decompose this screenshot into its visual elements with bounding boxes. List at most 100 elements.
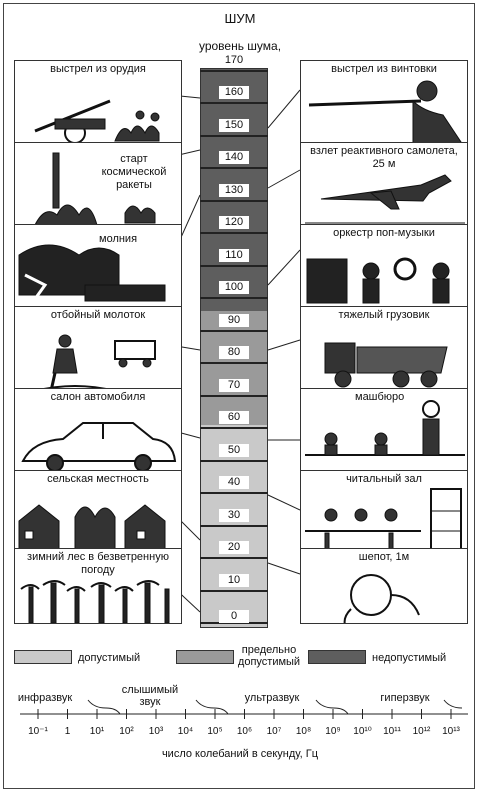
band-ultrasound: ультразвук [244,692,300,704]
rocket-icon [34,152,156,226]
scale-tick-label: 60 [219,411,249,424]
panel-typists: машбюро [300,388,468,478]
scale-tick-label: 160 [219,86,249,99]
frequency-tick-label: 10⁷ [266,726,282,737]
frequency-tick-label: 1 [64,726,71,737]
scale-tick-label: 110 [219,248,249,262]
caption-lightning: молния [99,233,138,245]
typists-icon [305,400,465,456]
panel-village: сельская местность [14,470,182,560]
caption-cannon: выстрел из орудия [50,63,146,75]
panel-whisper: шепот, 1м [300,548,468,624]
frequency-axis-label: число колебаний в секунду, Гц [161,748,319,760]
caption-reading-room: читальный зал [346,473,422,485]
legend-label-acceptable: допустимый [78,652,141,664]
caption-band: оркестр поп-музыки [333,227,435,239]
outer-frame [3,3,475,789]
panel-lightning: молния [14,224,182,314]
legend-label-unacceptable: недопустимый [372,652,447,664]
caption-typists: машбюро [355,391,405,403]
panel-band: оркестр поп-музыки [300,224,468,314]
scale-tick-label: 30 [219,508,249,522]
band-infrasound: инфразвук [17,692,73,704]
scale-tick-line [200,394,268,397]
village-icon [18,504,166,552]
figure-title: ШУМ [224,11,256,26]
frequency-tick-label: 10⁹ [325,726,341,737]
panel-rocket: старт космической ракеты [14,142,182,232]
frequency-tick-label: 10⁴ [177,726,194,737]
scale-tick-label: 90 [219,313,249,327]
legend-swatch-acceptable [14,650,72,664]
scale-tick-label: 170 [219,53,249,67]
scale-tick-line [200,524,268,527]
forest-icon [20,580,170,623]
scale-tick-line [200,492,268,494]
band-hypersound: гиперзвук [380,692,430,704]
caption-jet: взлет реактивного самолета, 25 м [310,145,458,170]
caption-forest: зимний лес в безветренную погоду [27,551,169,576]
scale-tick-line [200,199,268,202]
caption-truck: тяжелый грузовик [338,309,430,321]
frequency-tick-label: 10¹ [89,726,105,737]
caption-rocket: старт космической ракеты [101,153,167,191]
band-icon [306,257,450,304]
scale-tick-line [200,167,268,169]
scale-tick-line [200,232,268,234]
scale-tick-label: 140 [219,151,249,164]
caption-whisper: шепот, 1м [358,551,410,563]
panel-forest: зимний лес в безветренную погоду [14,548,182,624]
scale-tick-label: 20 [219,541,249,554]
reading-room-icon [305,488,462,554]
frequency-tick-label: 10³ [148,726,164,737]
panel-jackhammer: отбойный молоток [14,306,182,396]
truck-icon [324,342,448,388]
band-audible: слышимый звук [121,684,179,708]
legend-swatch-limit [176,650,234,664]
car-icon [21,422,177,472]
caption-jackhammer: отбойный молоток [50,309,146,321]
scale-tick-label: 100 [219,281,249,294]
frequency-tick-label: 10² [119,726,134,737]
frequency-tick-label: 10⁻¹ [28,726,48,737]
caption-car: салон автомобиля [50,391,146,403]
scale-tick-line [200,557,268,559]
panel-rifle: выстрел из винтовки [300,60,468,150]
scale-tick-line [200,459,268,462]
scale-tick-label: 130 [219,183,249,197]
scale-tick-line [200,622,268,624]
frequency-tick-label: 10⁵ [207,726,223,737]
scale-tick-label: 10 [219,573,249,587]
scale-tick-label: 0 [219,610,249,623]
scale-tick-line [200,329,268,332]
panel-reading-room: читальный зал [300,470,468,560]
legend-swatch-unacceptable [308,650,366,664]
frequency-tick-label: 10⁶ [236,726,253,737]
scale-tick-label: 120 [219,216,249,229]
panel-jet: взлет реактивного самолета, 25 м [300,142,468,232]
frequency-tick-label: 10⁸ [295,726,312,737]
jet-icon [305,174,465,224]
scale-tick-line [200,362,268,364]
panel-cannon: выстрел из орудия [14,60,182,150]
scale-tick-label: 40 [219,476,249,489]
scale-tick-line [200,427,268,429]
rifle-icon [308,80,464,146]
scale-tick-label: 50 [219,443,249,457]
frequency-tick-label: 10¹³ [442,726,460,737]
legend-label-limit: предельно допустимый [237,644,301,668]
lightning-icon [18,244,166,309]
scale-tick-line [200,69,268,72]
caption-village: сельская местность [47,473,149,485]
panel-car: салон автомобиля [14,388,182,478]
frequency-tick-label: 10¹⁰ [353,726,372,737]
scale-tick-label: 70 [219,378,249,392]
scale-tick-line [200,297,268,299]
caption-rifle: выстрел из винтовки [331,63,437,75]
scale-tick-label: 150 [219,118,249,132]
scale-tick-line [200,264,268,267]
scale-tick-line [200,134,268,137]
whisper-icon [343,574,420,623]
